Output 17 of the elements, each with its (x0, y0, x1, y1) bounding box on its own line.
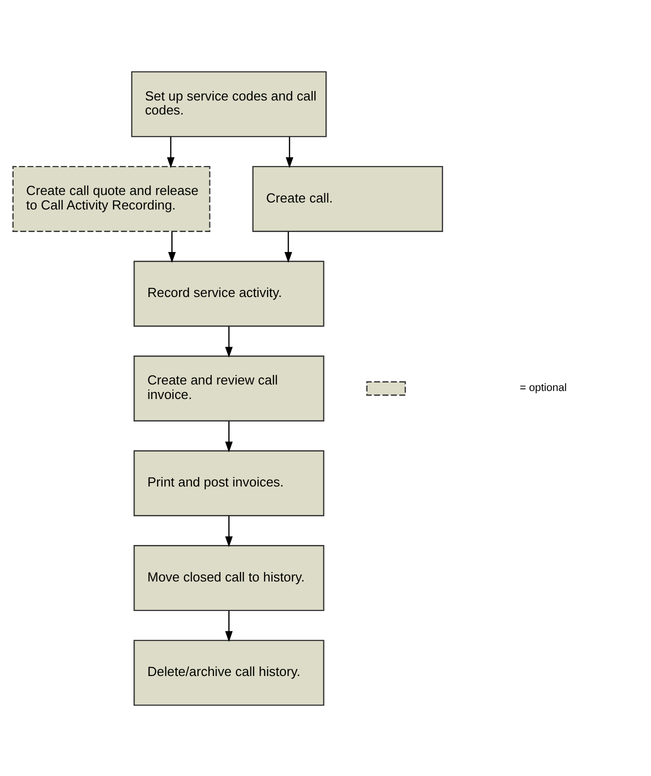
arrow (225, 610, 233, 642)
arrow (225, 326, 233, 358)
arrow (225, 515, 233, 547)
node-box: Record service activity. (134, 260, 324, 326)
node-box: Create call quote and release to Call Activity Recording. (12, 165, 210, 232)
node-box: Create call. (252, 165, 444, 232)
arrow (284, 231, 292, 262)
arrow (166, 136, 175, 168)
arrow (225, 420, 233, 452)
node-box: Print and post invoices. (134, 450, 324, 516)
node-box: Create and review call invoice. (134, 355, 324, 421)
legend-label: = optional (520, 382, 567, 394)
node-box: Set up service codes and call codes. (131, 70, 327, 137)
node-box: Move closed call to history. (134, 544, 324, 611)
arrow (168, 231, 176, 262)
arrow (286, 136, 294, 168)
node-box: Delete/archive call history. (134, 639, 324, 706)
